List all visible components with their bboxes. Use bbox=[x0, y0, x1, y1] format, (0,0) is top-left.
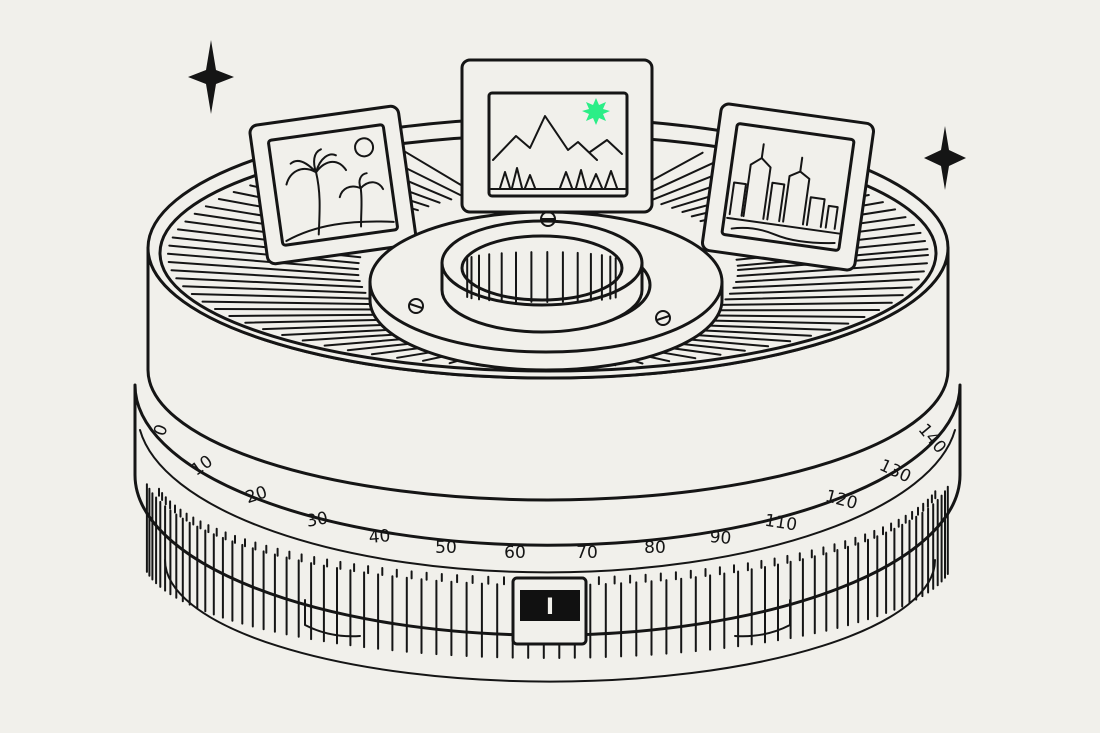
screw-icon bbox=[655, 310, 671, 326]
sparkle-icon bbox=[924, 126, 966, 190]
slot-divider bbox=[732, 278, 920, 289]
slot-divider bbox=[168, 244, 360, 265]
dial-label: 80 bbox=[644, 538, 666, 558]
slot-divider bbox=[182, 285, 367, 294]
slot-divider bbox=[697, 319, 850, 325]
dial-label: 30 bbox=[305, 508, 330, 531]
slot-divider bbox=[728, 286, 913, 295]
slot-divider bbox=[201, 300, 377, 306]
slot-divider bbox=[214, 308, 383, 311]
center-hub bbox=[368, 210, 724, 372]
slot-divider bbox=[170, 269, 361, 283]
slot-divider bbox=[705, 314, 866, 318]
slide-mountains bbox=[460, 58, 654, 214]
dial-label: 50 bbox=[435, 538, 457, 558]
slot-divider bbox=[167, 261, 360, 277]
slot-divider bbox=[718, 301, 893, 306]
dial-label: 60 bbox=[504, 543, 526, 563]
slot-divider bbox=[190, 293, 371, 300]
dial-label: 40 bbox=[368, 526, 391, 548]
slot-divider bbox=[688, 323, 832, 331]
index-window: I bbox=[511, 576, 588, 646]
minor-ticks bbox=[158, 487, 937, 586]
slot-divider bbox=[736, 262, 928, 277]
slide-palm-beach bbox=[248, 104, 418, 266]
mountain-icon bbox=[490, 115, 626, 190]
slot-divider bbox=[167, 252, 359, 271]
sun-burst-icon bbox=[582, 98, 610, 125]
dial-label: 70 bbox=[576, 543, 598, 563]
screw-icon bbox=[540, 211, 556, 227]
slot-divider bbox=[724, 294, 904, 301]
skyline-icon bbox=[726, 143, 841, 245]
sparkle-icon bbox=[188, 40, 234, 114]
hub-ribs bbox=[466, 251, 617, 303]
index-mark: I bbox=[546, 595, 554, 620]
slot-divider bbox=[175, 277, 364, 288]
slot-divider bbox=[244, 318, 398, 324]
slot-divider bbox=[228, 313, 390, 317]
screw-icon bbox=[408, 298, 424, 314]
palm-tree-icon bbox=[285, 137, 395, 243]
slot-divider bbox=[735, 270, 925, 283]
dial-label: 90 bbox=[709, 527, 732, 549]
slide-city-skyline bbox=[700, 102, 876, 272]
